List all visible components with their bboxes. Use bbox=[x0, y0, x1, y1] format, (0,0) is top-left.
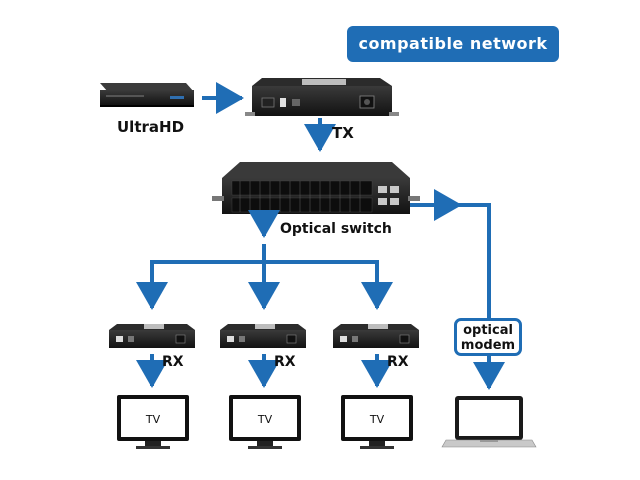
ultrahd-label: UltraHD bbox=[117, 118, 185, 136]
rx-2-label: RX bbox=[274, 354, 296, 370]
rx-3-label: RX bbox=[387, 354, 409, 370]
optical-switch-icon bbox=[212, 162, 420, 214]
rx-receiver-1-icon bbox=[109, 324, 195, 348]
compatible-network-badge: compatible network bbox=[347, 26, 559, 62]
tx-transmitter-icon bbox=[245, 78, 399, 116]
connection-lines bbox=[136, 82, 505, 390]
modem-label-line1: optical bbox=[463, 323, 513, 338]
switch-to-modem-arrow bbox=[410, 203, 505, 390]
optical-switch-label: Optical switch bbox=[280, 221, 392, 237]
tv-3-label: TV bbox=[369, 413, 385, 426]
tv-3-icon: TV bbox=[341, 395, 413, 449]
optical-modem-box: optical modem bbox=[454, 318, 522, 356]
tv-2-label: TV bbox=[257, 413, 273, 426]
bluray-player-icon bbox=[100, 83, 194, 107]
laptop-icon bbox=[441, 396, 537, 448]
modem-label-line2: modem bbox=[460, 338, 516, 353]
rx-receiver-2-icon bbox=[220, 324, 306, 348]
tx-label: TX bbox=[332, 124, 354, 142]
tv-2-icon: TV bbox=[229, 395, 301, 449]
rx-1-label: RX bbox=[162, 354, 184, 370]
tv-1-icon: TV bbox=[117, 395, 189, 449]
tv-1-label: TV bbox=[145, 413, 161, 426]
rx-receiver-3-icon bbox=[333, 324, 419, 348]
